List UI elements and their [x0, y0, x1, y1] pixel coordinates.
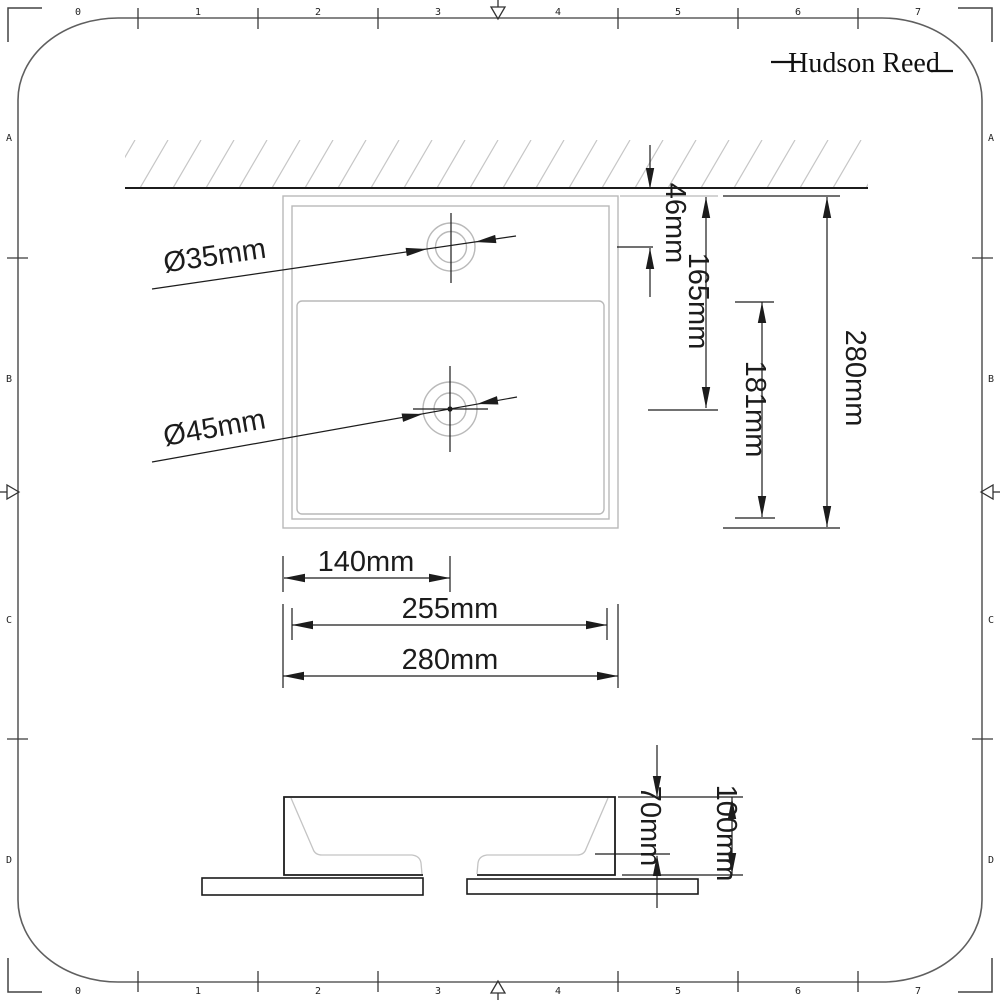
ruler-ticks — [7, 8, 993, 992]
bowl-profile — [290, 797, 609, 875]
ruler-row-right-c: C — [988, 615, 994, 626]
dim-arrow-icon — [701, 197, 711, 218]
dim-46mm: 46mm — [645, 145, 691, 297]
wall-hatching — [125, 140, 868, 187]
side-view: 70mm 100mm — [201, 745, 743, 908]
ruler-col-top-5: 5 — [675, 7, 681, 18]
dim-arrow-icon — [645, 248, 655, 269]
dim-140mm: 140mm — [284, 546, 450, 583]
ruler-col-top-2: 2 — [315, 7, 321, 18]
ruler-row-left-d: D — [6, 855, 12, 866]
plinth-left — [201, 877, 424, 896]
dim-46mm-label: 46mm — [659, 183, 691, 264]
dim-arrow-icon — [701, 387, 711, 408]
dim-arrow-icon — [586, 620, 607, 630]
width-extension-lines — [282, 556, 619, 688]
leader-arrow-icon — [401, 413, 423, 422]
corner-mark-bottom-left — [7, 958, 42, 993]
ruler-col-top-3: 3 — [435, 7, 441, 18]
basin-body-fill — [284, 797, 615, 875]
ruler-col-bottom-0: 0 — [75, 986, 81, 997]
ruler-col-bottom-4: 4 — [555, 986, 561, 997]
ruler-col-bottom-6: 6 — [795, 986, 801, 997]
dim-arrow-icon — [757, 302, 767, 323]
ruler-row-left-b: B — [6, 374, 12, 385]
dim-arrow-icon — [284, 573, 305, 583]
ruler-col-top-1: 1 — [195, 7, 201, 18]
dim-280mm-vertical-label: 280mm — [839, 330, 871, 427]
dim-140mm-label: 140mm — [318, 546, 415, 578]
basin-bowl-rect — [296, 300, 605, 515]
dim-181mm: 181mm — [739, 302, 771, 517]
ruler-col-bottom-2: 2 — [315, 986, 321, 997]
dim-255mm-label: 255mm — [402, 593, 499, 625]
corner-mark-top-right — [958, 7, 993, 42]
center-mark-top-icon — [489, 0, 507, 21]
brand-text: Hudson Reed — [788, 48, 940, 79]
side-extension-lines — [595, 796, 743, 876]
ruler-col-bottom-7: 7 — [915, 986, 921, 997]
leader-arrow-icon — [475, 234, 497, 244]
ruler-col-top-0: 0 — [75, 7, 81, 18]
center-mark-bottom-icon — [489, 979, 507, 1000]
ruler-col-bottom-1: 1 — [195, 986, 201, 997]
tap-diameter-leader: Ø35mm — [151, 233, 517, 290]
dim-280mm-horizontal: 280mm — [283, 644, 618, 681]
ruler-col-top-6: 6 — [795, 7, 801, 18]
dim-arrow-icon — [645, 168, 655, 189]
waste-diameter-label: Ø45mm — [161, 403, 268, 453]
dim-100mm-label: 100mm — [710, 785, 742, 882]
leader-arrow-icon — [477, 396, 499, 405]
dim-165mm: 165mm — [682, 197, 714, 408]
dim-arrow-icon — [292, 620, 313, 630]
dim-255mm: 255mm — [292, 593, 607, 630]
plan-view: Ø35mm Ø45mm 46mm — [125, 140, 871, 688]
dim-arrow-icon — [652, 855, 662, 876]
dim-arrow-icon — [727, 853, 737, 874]
basin-inner-rect — [291, 205, 610, 520]
dim-280mm-horizontal-label: 280mm — [402, 644, 499, 676]
ruler-row-right-a: A — [988, 133, 994, 144]
center-mark-left-icon — [0, 483, 21, 501]
dim-280mm-vertical: 280mm — [822, 197, 871, 527]
dim-100mm: 100mm — [710, 785, 742, 882]
leader-arrow-icon — [405, 247, 427, 257]
plinth-right — [466, 878, 699, 895]
basin-outer-rect — [282, 195, 619, 529]
brand-logo: Hudson Reed — [771, 48, 953, 79]
corner-mark-bottom-right — [958, 958, 993, 993]
dim-arrow-icon — [822, 197, 832, 218]
basin-body-outline — [283, 796, 616, 876]
dim-181mm-label: 181mm — [739, 361, 771, 458]
ruler-col-bottom-5: 5 — [675, 986, 681, 997]
dim-arrow-icon — [283, 671, 304, 681]
dim-70mm: 70mm — [634, 745, 666, 908]
ruler-col-bottom-3: 3 — [435, 986, 441, 997]
dim-165mm-label: 165mm — [682, 253, 714, 350]
dim-70mm-label: 70mm — [634, 786, 666, 867]
ruler-row-left-c: C — [6, 615, 12, 626]
dim-arrow-icon — [757, 496, 767, 517]
dim-arrow-icon — [822, 506, 832, 527]
border-frame — [17, 17, 983, 983]
ruler-row-right-b: B — [988, 374, 994, 385]
ruler-labels: 0 1 2 3 4 5 6 7 0 1 2 3 4 5 6 7 A B C D … — [6, 7, 994, 997]
dim-arrow-icon — [597, 671, 618, 681]
dim-arrow-icon — [429, 573, 450, 583]
ruler-row-right-d: D — [988, 855, 994, 866]
plan-extension-lines — [617, 195, 840, 529]
sheet-border — [17, 17, 983, 983]
ruler-row-left-a: A — [6, 133, 12, 144]
tap-diameter-label: Ø35mm — [161, 233, 268, 280]
corner-marks — [7, 7, 993, 993]
ruler-col-top-7: 7 — [915, 7, 921, 18]
center-mark-right-icon — [979, 483, 1000, 501]
ruler-col-top-4: 4 — [555, 7, 561, 18]
dim-arrow-icon — [652, 776, 662, 797]
dim-arrow-icon — [727, 798, 737, 819]
waste-diameter-leader: Ø45mm — [151, 396, 518, 463]
corner-mark-top-left — [7, 7, 42, 42]
